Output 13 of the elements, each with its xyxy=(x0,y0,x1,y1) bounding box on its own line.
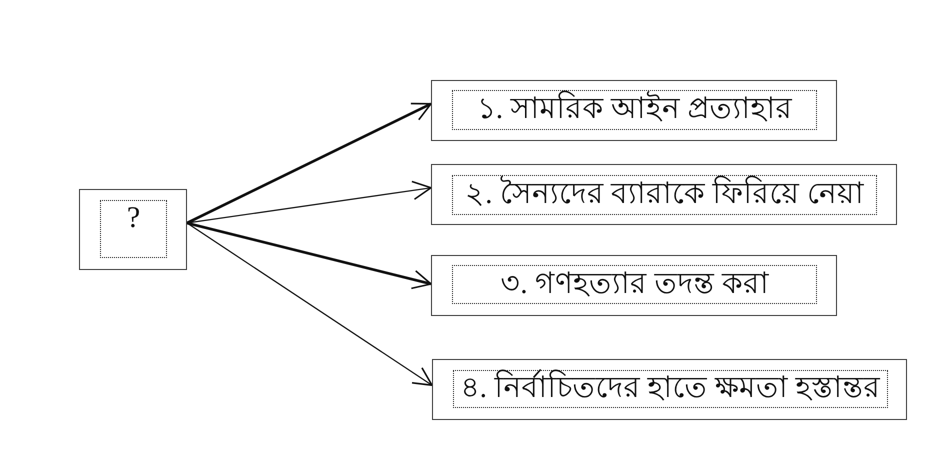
process-box xyxy=(431,255,837,316)
label-frame: ৩. গণহত্যার তদন্ত করা xyxy=(452,265,817,304)
arrow xyxy=(186,222,432,290)
label-frame: ? xyxy=(100,200,167,258)
process-box xyxy=(432,359,907,420)
label-frame: ১. সামরিক আইন প্রত্যাহার xyxy=(452,90,817,130)
arrow xyxy=(186,222,433,386)
process-box xyxy=(431,80,837,141)
label-frame: ৪. নির্বাচিতদের হাতে ক্ষমতা হস্তান্তর xyxy=(453,370,888,408)
process-box xyxy=(431,164,897,225)
label-frame: ২. সৈন্যদের ব্যারাকে ফিরিয়ে নেয়া xyxy=(452,175,877,215)
process-box xyxy=(79,189,187,270)
arrow xyxy=(186,102,432,224)
